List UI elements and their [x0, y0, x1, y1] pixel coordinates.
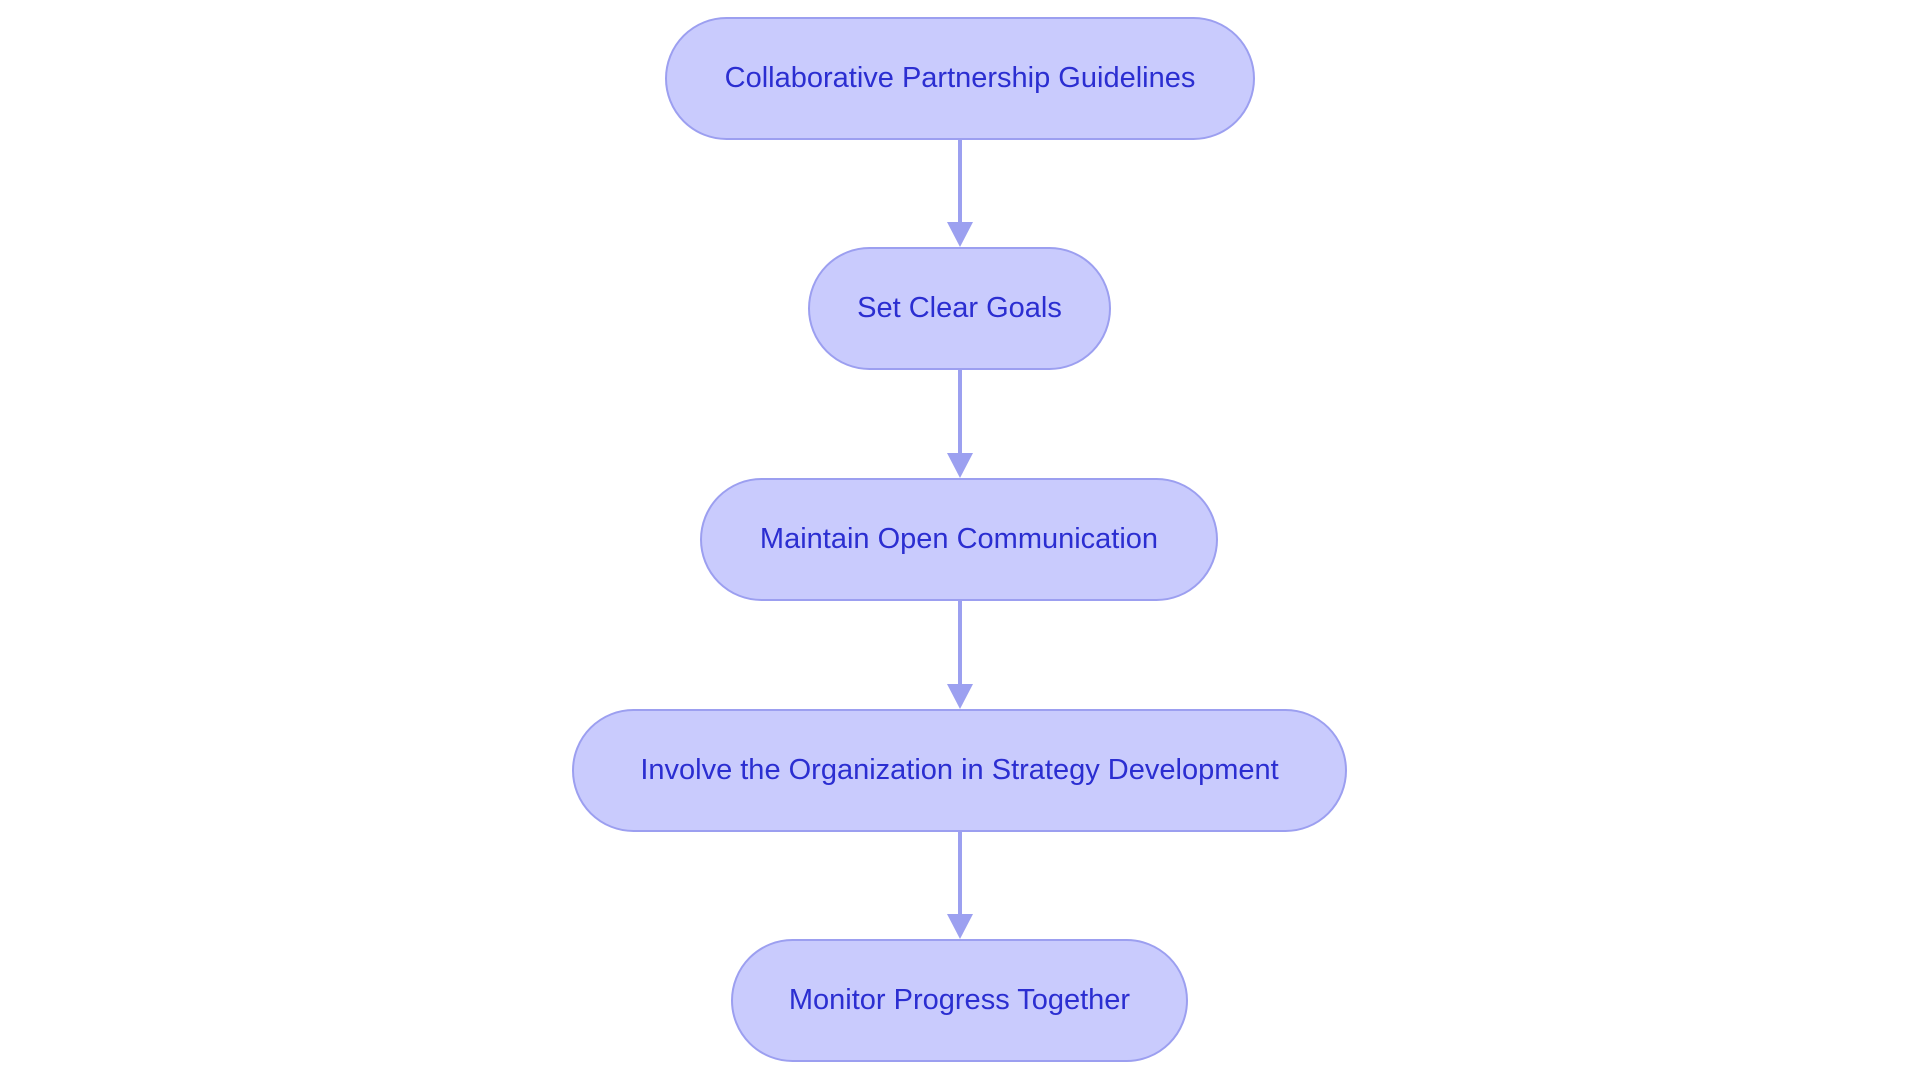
node-monitor-progress-together: Monitor Progress Together — [731, 939, 1188, 1062]
node-label: Monitor Progress Together — [788, 984, 1131, 1016]
node-label: Involve the Organization in Strategy Dev… — [640, 754, 1279, 786]
node-collaborative-partnership-guidelines: Collaborative Partnership Guidelines — [665, 17, 1255, 140]
node-involve-organization-strategy: Involve the Organization in Strategy Dev… — [572, 709, 1347, 832]
arrowhead-3 — [947, 684, 973, 709]
arrowhead-2 — [947, 453, 973, 478]
node-set-clear-goals: Set Clear Goals — [808, 247, 1111, 370]
node-label: Collaborative Partnership Guidelines — [724, 62, 1196, 94]
node-maintain-open-communication: Maintain Open Communication — [700, 478, 1218, 601]
arrowhead-4 — [947, 914, 973, 939]
node-label: Maintain Open Communication — [759, 523, 1159, 555]
node-label: Set Clear Goals — [857, 292, 1062, 324]
arrowhead-1 — [947, 222, 973, 247]
